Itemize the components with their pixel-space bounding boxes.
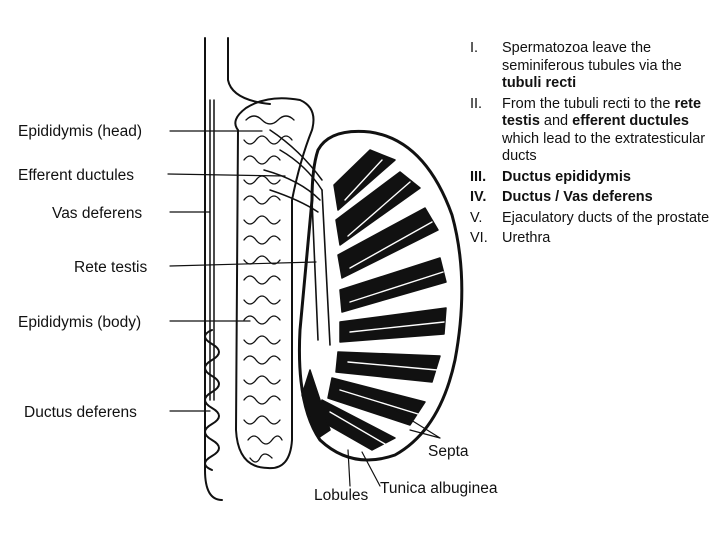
step-text: Ejaculatory ducts of the prostate — [502, 209, 710, 226]
step-numeral: II. — [470, 95, 483, 112]
step-text: From the tubuli recti to the rete testis… — [502, 95, 706, 165]
step-text: Ductus / Vas deferens — [502, 189, 653, 205]
ductus-deferens-coils — [204, 329, 220, 471]
step-numeral: V. — [470, 209, 483, 226]
epididymis-convolutions — [243, 115, 295, 463]
step-item: I. Spermatozoa leave the seminiferous tu… — [470, 40, 715, 93]
label-ductus-deferens: Ductus deferens — [24, 404, 137, 421]
label-tunica-albuginea: Tunica albuginea — [380, 480, 498, 497]
step-item: IV. Ductus / Vas deferens — [470, 189, 715, 207]
step-numeral: I. — [470, 40, 479, 56]
rete-testis — [311, 189, 331, 346]
spermatic-cord — [204, 37, 223, 501]
step-numeral: IV. — [470, 189, 487, 205]
step-item: II. From the tubuli recti to the rete te… — [470, 96, 715, 166]
step-text: Ductus epididymis — [502, 168, 631, 185]
step-numeral: III. — [470, 168, 487, 185]
label-epididymis-head: Epididymis (head) — [18, 123, 142, 140]
tunica-albuginea-outline — [297, 129, 464, 462]
label-efferent-ductules: Efferent ductules — [18, 167, 134, 184]
step-numeral: VI. — [470, 230, 488, 246]
step-item: III. Ductus epididymis — [470, 169, 715, 187]
label-lobules: Lobules — [314, 487, 369, 504]
label-septa: Septa — [428, 443, 469, 460]
lobules-group — [301, 149, 447, 451]
septa-lines — [329, 159, 445, 445]
label-rete-testis: Rete testis — [74, 259, 147, 276]
epididymis-outline — [234, 97, 315, 470]
sperm-pathway-list: I. Spermatozoa leave the seminiferous tu… — [470, 40, 715, 251]
label-epididymis-body: Epididymis (body) — [18, 314, 141, 331]
step-item: VI. Urethra — [470, 230, 715, 248]
step-text: Urethra — [502, 230, 551, 246]
step-text: Spermatozoa leave the seminiferous tubul… — [502, 40, 682, 91]
label-vas-deferens: Vas deferens — [52, 205, 142, 222]
step-item: V. Ejaculatory ducts of the prostate — [470, 210, 715, 228]
efferent-ductules — [263, 129, 323, 213]
cord-inner-line — [227, 37, 271, 105]
leader-lines — [167, 130, 441, 487]
